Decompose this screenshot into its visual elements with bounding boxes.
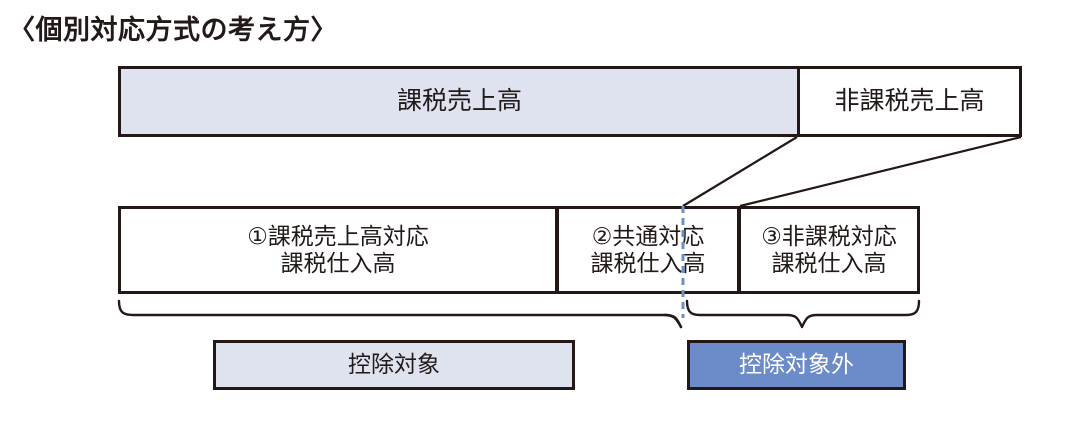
box-nontaxable-sales: 非課税売上高 [797,66,1022,137]
box-taxable-purchase-3: ③非課税対応 課税仕入高 [738,206,920,294]
brace-deductible-icon-right-arm [663,313,683,329]
box-taxable-purchase-1-line1: ①課税売上高対応 [247,222,429,249]
box-deductible: 控除対象 [213,340,575,390]
box-taxable-sales-label: 課税売上高 [396,86,522,115]
box-taxable-purchase-2-line1: ②共通対応 [591,222,705,249]
box-taxable-purchase-2: ②共通対応 課税仕入高 [556,206,740,294]
box-nondeductible-label: 控除対象外 [739,351,854,378]
box-nondeductible: 控除対象外 [687,340,906,390]
box-taxable-purchase-2-text: ②共通対応 課税仕入高 [591,223,706,277]
brace-nondeductible-icon [685,299,921,329]
box-deductible-label: 控除対象 [348,351,440,378]
box-taxable-purchase-3-line2: 課税仕入高 [771,250,887,276]
box-taxable-purchase-1-text: ①課税売上高対応 課税仕入高 [247,223,429,277]
connector-line-nontaxable-right [739,135,1022,208]
box-taxable-purchase-3-text: ③非課税対応 課税仕入高 [761,223,897,277]
box-taxable-purchase-2-line2: 課税仕入高 [590,250,706,276]
page-title: 〈個別対応方式の考え方〉 [8,15,338,45]
brace-deductible-icon [117,299,683,329]
box-nontaxable-sales-label: 非課税売上高 [834,86,985,115]
box-taxable-sales: 課税売上高 [118,66,800,137]
connector-line-nontaxable-left [682,136,798,207]
box-taxable-purchase-1-line2: 課税仕入高 [280,250,396,276]
box-taxable-purchase-1: ①課税売上高対応 課税仕入高 [118,206,558,294]
box-taxable-purchase-3-line1: ③非課税対応 [761,222,897,249]
